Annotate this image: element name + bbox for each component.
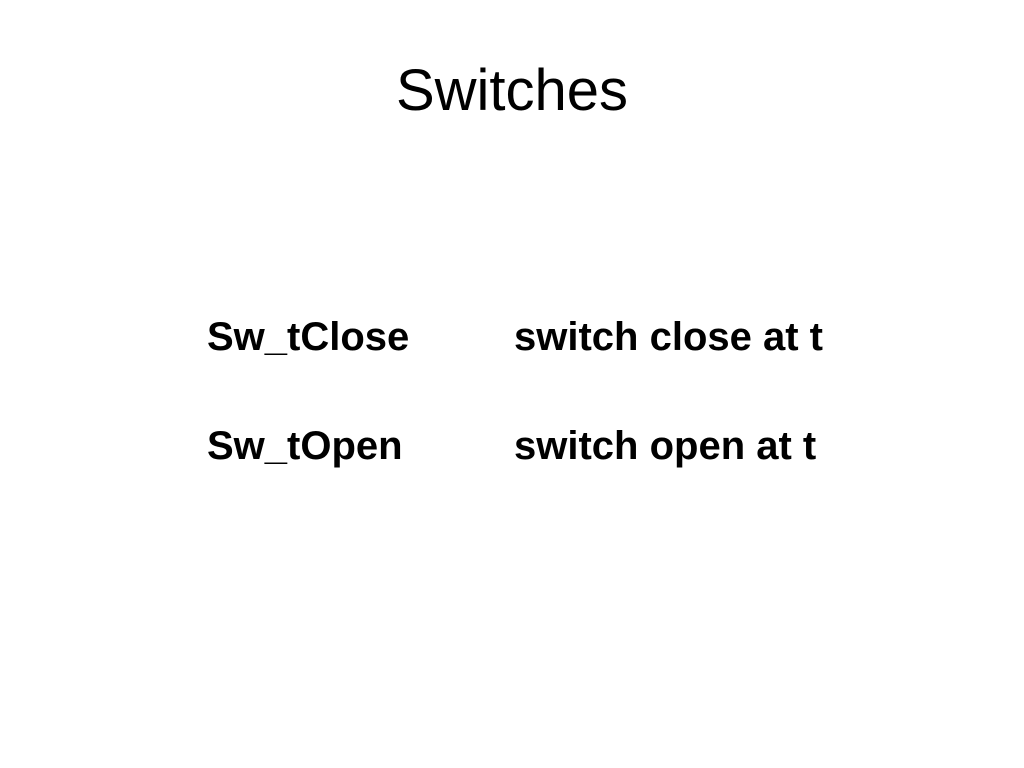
definition-row: Sw_tOpen switch open at t bbox=[0, 421, 1024, 471]
definition-description: switch open at t bbox=[514, 424, 817, 468]
definition-description: switch close at t bbox=[514, 315, 823, 359]
definition-row: Sw_tClose switch close at t bbox=[0, 312, 1024, 362]
slide-title: Switches bbox=[395, 58, 629, 123]
definition-term: Sw_tClose bbox=[207, 315, 410, 359]
definition-term: Sw_tOpen bbox=[207, 424, 403, 468]
